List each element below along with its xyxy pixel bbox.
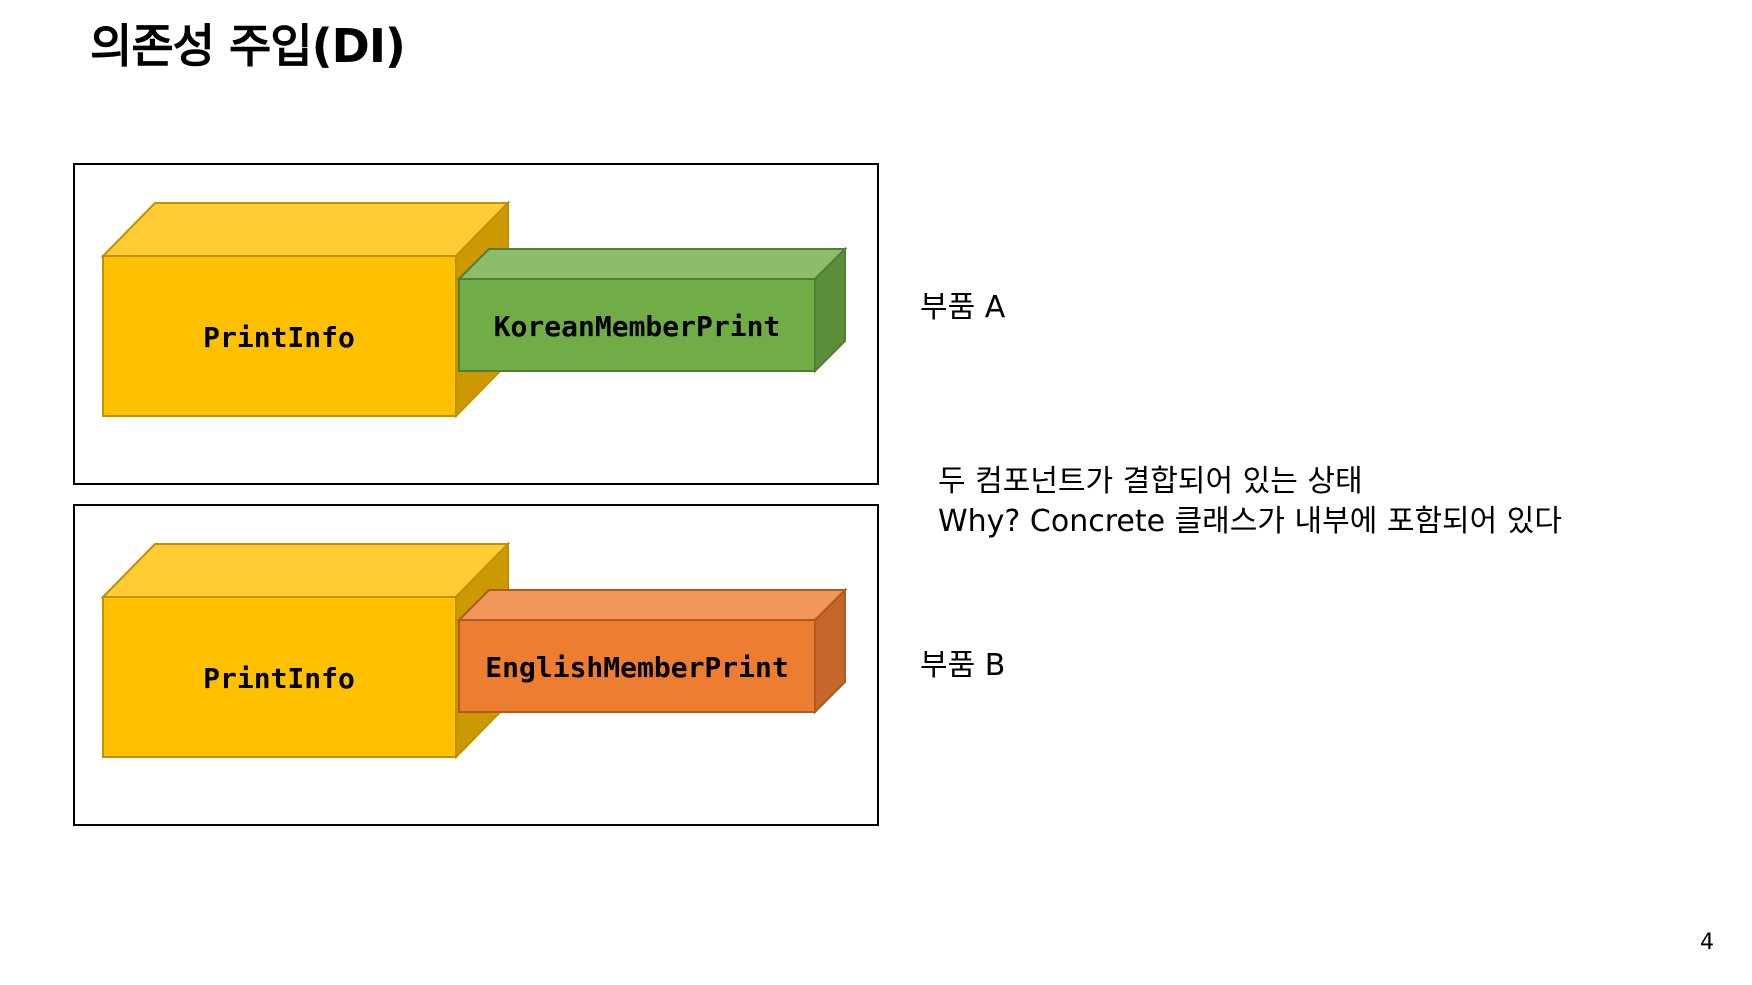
printinfo-top-face	[100, 543, 511, 598]
korean-member-print-block: KoreanMemberPrint	[456, 246, 848, 374]
coupling-description: 두 컴포넌트가 결합되어 있는 상태 Why? Concrete 클래스가 내부…	[938, 462, 1562, 542]
diagram-panel-b: PrintInfo EnglishMemberPrint	[73, 504, 879, 826]
description-line-1: 두 컴포넌트가 결합되어 있는 상태	[938, 464, 1363, 499]
korean-member-print-front-face	[458, 278, 816, 372]
description-line-2: Why? Concrete 클래스가 내부에 포함되어 있다	[938, 504, 1562, 539]
page-number: 4	[1700, 930, 1714, 955]
panel-b-diagram: PrintInfo EnglishMemberPrint	[100, 541, 848, 760]
english-member-print-label: EnglishMemberPrint	[485, 651, 788, 684]
printinfo-front-face	[102, 596, 457, 758]
printinfo-front-face	[102, 255, 457, 417]
printinfo-block: PrintInfo	[100, 200, 511, 419]
printinfo-label: PrintInfo	[203, 662, 355, 695]
korean-member-print-top-face	[456, 248, 848, 280]
english-member-print-front-face	[458, 619, 816, 713]
panel-a-diagram: PrintInfo KoreanMemberPrint	[100, 200, 848, 419]
printinfo-block: PrintInfo	[100, 541, 511, 760]
korean-member-print-label: KoreanMemberPrint	[494, 310, 781, 343]
english-member-print-top-face	[456, 589, 848, 621]
diagram-panel-a: PrintInfo KoreanMemberPrint	[73, 163, 879, 485]
component-a-label: 부품 A	[920, 290, 1006, 325]
component-b-label: 부품 B	[920, 648, 1006, 683]
printinfo-top-face	[100, 202, 511, 257]
slide-title: 의존성 주입(DI)	[90, 19, 406, 73]
printinfo-label: PrintInfo	[203, 321, 355, 354]
english-member-print-block: EnglishMemberPrint	[456, 587, 848, 715]
